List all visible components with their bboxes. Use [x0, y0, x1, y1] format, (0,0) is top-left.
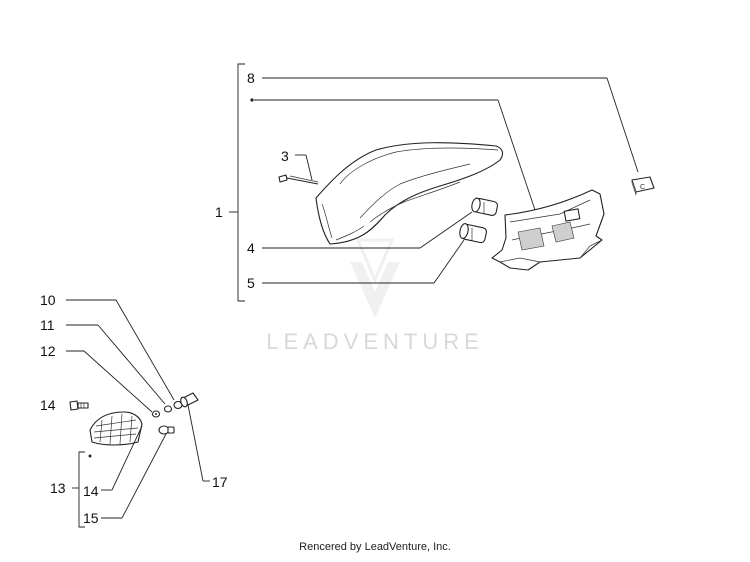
watermark-logo-icon: [350, 238, 400, 318]
leader-17: [187, 404, 204, 482]
callout-12: 12: [40, 343, 56, 359]
callout-1: 1: [215, 204, 223, 220]
leader-15-end: [121, 433, 167, 519]
part-clip-c: C: [631, 176, 655, 196]
callout-14-bottom: 14: [83, 483, 99, 499]
leader-5-end: [433, 239, 465, 284]
part-bulb-5: [459, 223, 487, 244]
callout-8: 8: [247, 70, 255, 86]
leader-12-end: [83, 350, 153, 413]
part-headlight-cover: [315, 142, 504, 245]
part-screw-14: [69, 400, 89, 411]
callout-3: 3: [281, 148, 289, 164]
leader-10-end: [115, 299, 175, 401]
part-inner-tray: [491, 189, 605, 271]
footer-credit: Rencered by LeadVenture, Inc.: [299, 541, 451, 553]
leader-3-down: [305, 154, 313, 181]
part-clip-label: C: [640, 184, 645, 191]
leader-4-end: [419, 211, 473, 249]
callout-4: 4: [247, 240, 255, 256]
callout-15: 15: [83, 510, 99, 526]
callout-11: 11: [40, 317, 55, 333]
leader-11-end: [97, 324, 166, 405]
bracket-group-1: [229, 63, 245, 302]
part-turn-signal-lens: [89, 411, 143, 446]
callout-10: 10: [40, 292, 56, 308]
bullet-dot: [250, 98, 254, 102]
callout-17: 17: [212, 474, 228, 490]
bracket-group-13: [72, 451, 92, 528]
leader-8-end: [606, 77, 639, 173]
part-screw-3: [278, 174, 319, 185]
callout-14-top: 14: [40, 397, 56, 413]
watermark-text: LEADVENTURE: [266, 329, 484, 354]
part-bulb-4: [471, 197, 499, 216]
leader-14b-end: [111, 425, 143, 491]
callout-5: 5: [247, 275, 255, 291]
part-bulb-15: [158, 425, 175, 435]
part-hardware-10-12: [151, 400, 183, 418]
leader-tray-end: [497, 99, 536, 211]
callout-13: 13: [50, 480, 66, 496]
watermark: LEADVENTURE: [266, 238, 484, 354]
part-bulb-holder-17: [180, 392, 199, 408]
